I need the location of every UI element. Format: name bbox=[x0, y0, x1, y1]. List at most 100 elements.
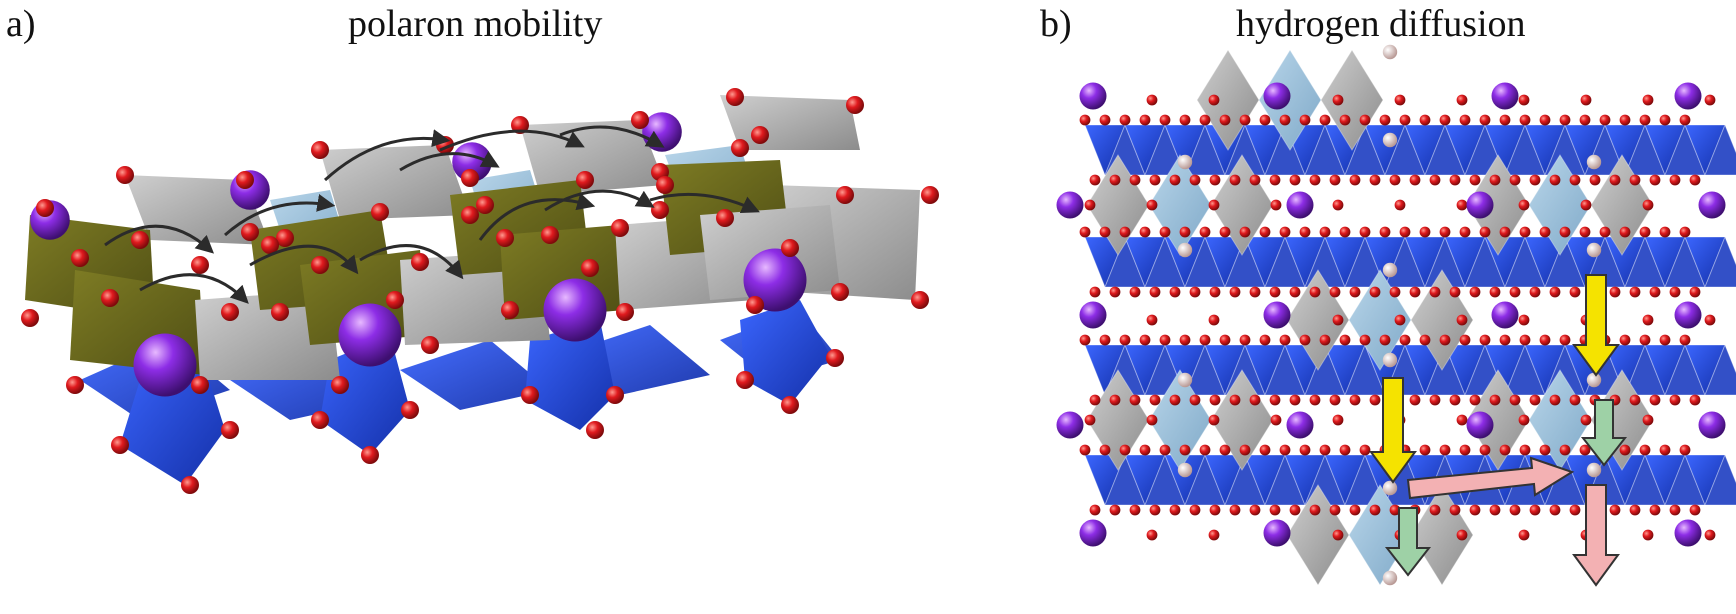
oxygen-atom bbox=[1689, 286, 1701, 298]
oxygen-atom bbox=[1209, 286, 1221, 298]
potassium-atom bbox=[1286, 411, 1314, 439]
oxygen-atom bbox=[1479, 226, 1491, 238]
potassium-atom bbox=[1079, 301, 1107, 329]
oxygen-atom bbox=[1159, 334, 1171, 346]
oxygen-atom bbox=[1549, 504, 1561, 516]
oxygen-atom bbox=[1499, 334, 1511, 346]
oxygen-atom bbox=[1259, 114, 1271, 126]
oxygen-atom bbox=[1139, 114, 1151, 126]
oxygen-atom bbox=[1539, 226, 1551, 238]
oxygen-atom bbox=[731, 139, 749, 157]
potassium-atom bbox=[1056, 191, 1084, 219]
oxygen-atom bbox=[1456, 529, 1468, 541]
oxygen-atom bbox=[1669, 286, 1681, 298]
oxygen-atom bbox=[1279, 114, 1291, 126]
oxygen-atom bbox=[1199, 334, 1211, 346]
oxygen-atom bbox=[1419, 226, 1431, 238]
oxygen-atom bbox=[1079, 226, 1091, 238]
potassium-atom bbox=[1674, 519, 1702, 547]
oxygen-atom bbox=[1659, 444, 1671, 456]
oxygen-atom bbox=[1499, 444, 1511, 456]
oxygen-atom bbox=[1659, 114, 1671, 126]
oxygen-atom bbox=[726, 88, 744, 106]
oxygen-atom bbox=[1642, 414, 1654, 426]
panel-b-title: hydrogen diffusion bbox=[1236, 3, 1526, 45]
oxygen-atom bbox=[1199, 444, 1211, 456]
oxygen-atom bbox=[1499, 114, 1511, 126]
oxygen-atom bbox=[1119, 226, 1131, 238]
oxygen-atom bbox=[1139, 226, 1151, 238]
oxygen-atom bbox=[311, 141, 329, 159]
oxygen-atom bbox=[1159, 226, 1171, 238]
green-arrow-left bbox=[1384, 507, 1432, 577]
yellow-arrow-left bbox=[1369, 377, 1417, 484]
oxygen-atom bbox=[1399, 226, 1411, 238]
oxygen-atom bbox=[1359, 114, 1371, 126]
oxygen-atom bbox=[1099, 334, 1111, 346]
hydrogen-atom bbox=[1177, 372, 1193, 388]
oxygen-atom bbox=[1269, 174, 1281, 186]
oxygen-atom bbox=[1389, 174, 1401, 186]
oxygen-atom bbox=[1449, 504, 1461, 516]
oxygen-atom bbox=[1229, 286, 1241, 298]
oxygen-atom bbox=[1379, 226, 1391, 238]
oxygen-atom bbox=[1642, 529, 1654, 541]
oxygen-atom bbox=[1239, 334, 1251, 346]
oxygen-atom bbox=[1219, 226, 1231, 238]
hydrogen-atom bbox=[1382, 570, 1398, 586]
potassium-atom bbox=[1079, 82, 1107, 110]
oxygen-atom bbox=[331, 376, 349, 394]
oxygen-atom bbox=[1518, 314, 1530, 326]
oxygen-atom bbox=[1139, 444, 1151, 456]
oxygen-atom bbox=[781, 239, 799, 257]
oxygen-atom bbox=[1329, 174, 1341, 186]
oxygen-atom bbox=[586, 421, 604, 439]
oxygen-atom bbox=[1149, 504, 1161, 516]
oxygen-atom bbox=[576, 171, 594, 189]
potassium-atom bbox=[1286, 191, 1314, 219]
oxygen-atom bbox=[1099, 444, 1111, 456]
oxygen-atom bbox=[1109, 286, 1121, 298]
oxygen-atom bbox=[1459, 334, 1471, 346]
oxygen-atom bbox=[921, 186, 939, 204]
oxygen-atom bbox=[746, 296, 764, 314]
panel-a-structure bbox=[21, 88, 939, 494]
oxygen-atom bbox=[1419, 444, 1431, 456]
oxygen-atom bbox=[616, 303, 634, 321]
oxygen-atom bbox=[1394, 314, 1406, 326]
oxygen-atom bbox=[1394, 94, 1406, 106]
hydrogen-atom bbox=[1382, 480, 1398, 496]
oxygen-atom bbox=[361, 446, 379, 464]
oxygen-atom bbox=[1519, 226, 1531, 238]
oxygen-atom bbox=[1149, 286, 1161, 298]
oxygen-atom bbox=[1599, 114, 1611, 126]
oxygen-atom bbox=[1079, 334, 1091, 346]
oxygen-atom bbox=[1208, 314, 1220, 326]
oxygen-atom bbox=[521, 386, 539, 404]
oxygen-atom bbox=[1299, 444, 1311, 456]
oxygen-atom bbox=[1399, 114, 1411, 126]
oxygen-atom bbox=[1394, 199, 1406, 211]
tetrahedron bbox=[1704, 123, 1736, 176]
oxygen-atom bbox=[911, 291, 929, 309]
oxygen-atom bbox=[1332, 314, 1344, 326]
panel-a-title: polaron mobility bbox=[348, 3, 603, 45]
oxygen-atom bbox=[1509, 504, 1521, 516]
potassium-atom bbox=[1079, 519, 1107, 547]
oxygen-atom bbox=[1169, 174, 1181, 186]
oxygen-atom bbox=[1109, 394, 1121, 406]
oxygen-atom bbox=[1229, 174, 1241, 186]
oxygen-atom bbox=[1369, 504, 1381, 516]
oxygen-atom bbox=[1289, 286, 1301, 298]
oxygen-atom bbox=[1456, 199, 1468, 211]
oxygen-atom bbox=[1559, 444, 1571, 456]
oxygen-atom bbox=[1099, 226, 1111, 238]
oxygen-atom bbox=[1509, 394, 1521, 406]
oxygen-atom bbox=[1146, 529, 1158, 541]
oxygen-atom bbox=[1259, 444, 1271, 456]
oxygen-atom bbox=[1089, 286, 1101, 298]
oxygen-atom bbox=[1456, 414, 1468, 426]
oxygen-atom bbox=[1649, 174, 1661, 186]
oxygen-atom bbox=[1529, 286, 1541, 298]
oxygen-atom bbox=[836, 186, 854, 204]
